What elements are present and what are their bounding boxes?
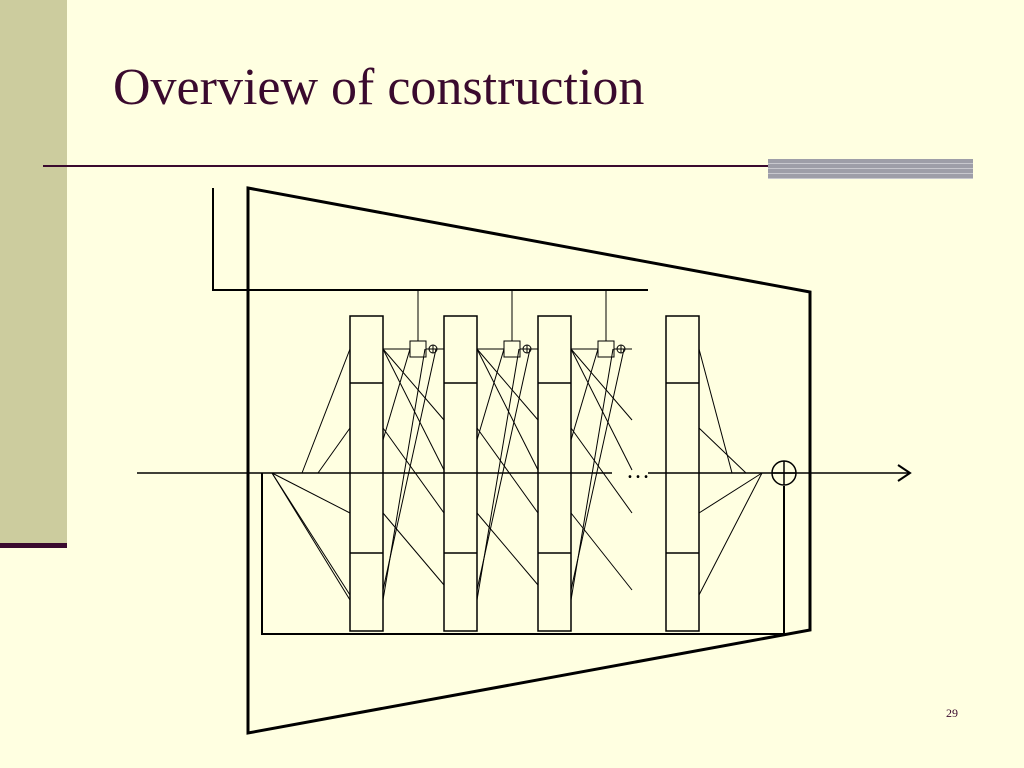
key-box-3 [571, 290, 632, 358]
input-fan-lines [271, 348, 351, 601]
block-column-3 [537, 315, 572, 632]
key-box-2 [477, 290, 538, 358]
sidebar-foot-decoration [0, 543, 67, 548]
title-divider [43, 165, 973, 167]
block-column-1 [349, 315, 384, 632]
key-feed-line [212, 188, 648, 291]
title-divider-accent [768, 159, 973, 179]
output-fan-lines [698, 348, 763, 596]
interconnect-3-out [570, 348, 633, 601]
block-column-4 [665, 315, 700, 632]
ellipsis-label: … [626, 458, 650, 484]
interconnect-2-3 [476, 348, 539, 601]
output-arrowhead [897, 464, 912, 482]
block-column-2 [443, 315, 478, 632]
sidebar-decoration [0, 0, 67, 545]
key-box-1 [383, 290, 444, 358]
outer-trapezoid [246, 186, 812, 735]
interconnect-1-2 [382, 348, 445, 601]
feed-forward-line [261, 473, 785, 635]
page-number: 29 [946, 706, 958, 720]
slide-title: Overview of construction [113, 59, 645, 116]
